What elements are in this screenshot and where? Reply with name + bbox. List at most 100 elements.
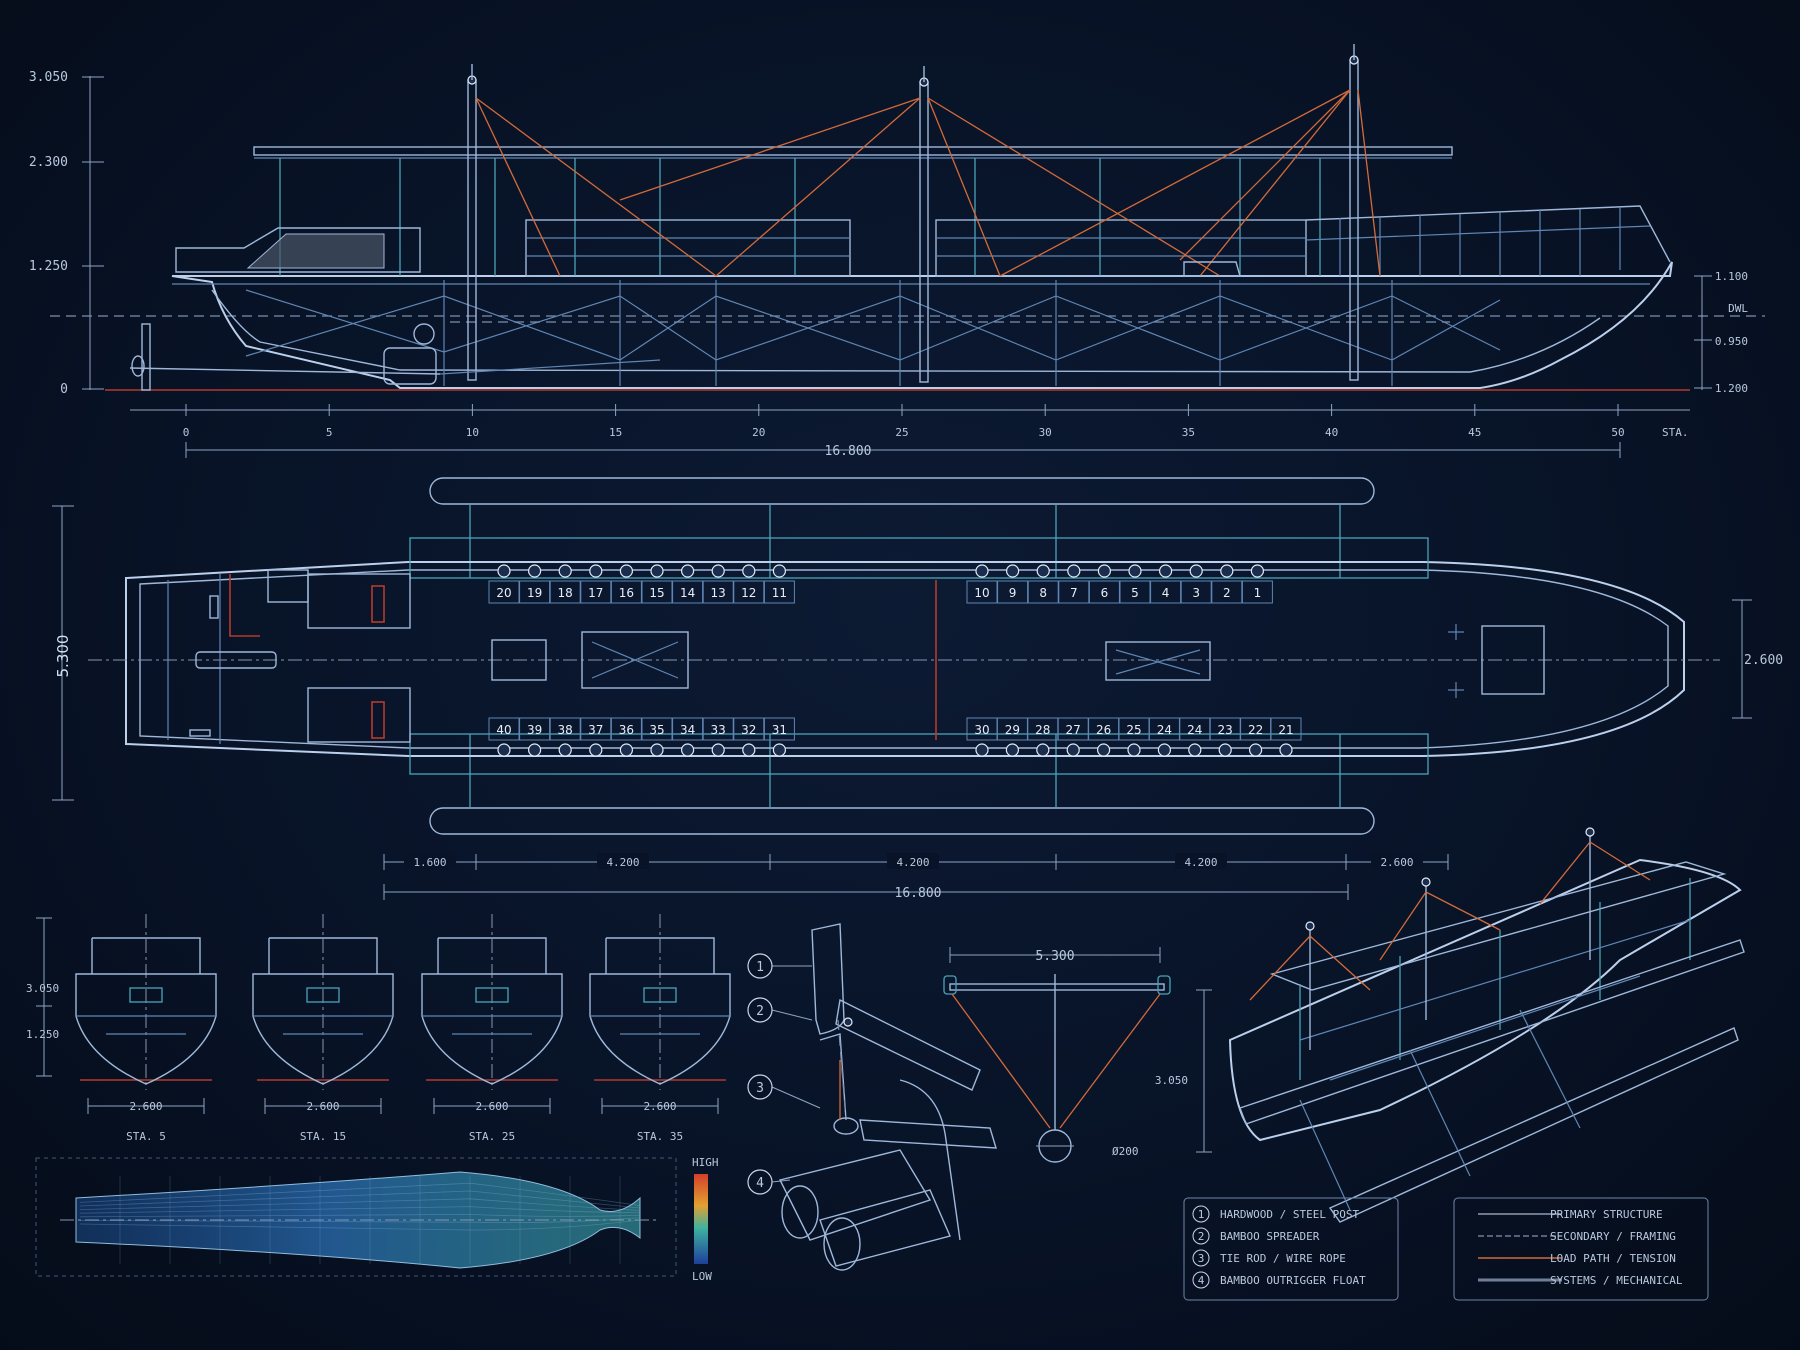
station-label: 30 — [1039, 426, 1052, 439]
seat-box — [519, 580, 551, 604]
section-station-label: STA. 15 — [300, 1130, 346, 1143]
station-label: 50 — [1611, 426, 1624, 439]
seat-number[interactable]: 24 — [1157, 723, 1172, 737]
height-label-0: 0 — [60, 382, 68, 397]
seat-bolt — [497, 743, 511, 757]
seat-number[interactable]: 9 — [1009, 586, 1017, 600]
seat-number[interactable]: 37 — [588, 723, 603, 737]
legend-line-label: LOAD PATH / TENSION — [1550, 1252, 1676, 1265]
seat-number[interactable]: 6 — [1101, 586, 1109, 600]
seat-number[interactable]: 31 — [772, 723, 787, 737]
station-label: 25 — [895, 426, 908, 439]
seat-number[interactable]: 22 — [1248, 723, 1263, 737]
seat-box — [672, 717, 704, 741]
length-label: 16.800 — [825, 444, 872, 459]
seat-number[interactable]: 21 — [1278, 723, 1293, 737]
seat-number[interactable]: 4 — [1162, 586, 1170, 600]
colour-scale-bar — [694, 1174, 708, 1264]
seat-bolt — [772, 743, 787, 757]
section-station-label: STA. 35 — [637, 1130, 683, 1143]
seat-number[interactable]: 24 — [1187, 723, 1202, 737]
seat-number[interactable]: 40 — [496, 723, 511, 737]
waterplane-shape — [75, 1171, 641, 1269]
seat-box — [1150, 580, 1182, 604]
seat-number[interactable]: 1 — [1254, 586, 1262, 600]
seat-number[interactable]: 29 — [1005, 723, 1020, 737]
station-label: 40 — [1325, 426, 1338, 439]
seat-number[interactable]: 3 — [1192, 586, 1200, 600]
waterplane-contours — [79, 1176, 641, 1264]
outrigger-floats — [429, 477, 1375, 835]
seat-number[interactable]: 33 — [711, 723, 726, 737]
station-label: 45 — [1468, 426, 1481, 439]
port-bench-frame — [409, 733, 1429, 775]
seat-number[interactable]: 20 — [496, 586, 511, 600]
seat-number[interactable]: 2 — [1223, 586, 1231, 600]
seat-bolt — [975, 564, 989, 578]
seat-number[interactable]: 12 — [741, 586, 756, 600]
seat-number[interactable]: 34 — [680, 723, 695, 737]
legend-line-label: PRIMARY STRUCTURE — [1550, 1208, 1663, 1221]
seat-number[interactable]: 36 — [619, 723, 634, 737]
iso-posts — [1299, 878, 1691, 1080]
section-width-label: 2.600 — [306, 1100, 339, 1113]
seat-number[interactable]: 32 — [741, 723, 756, 737]
seat-box — [641, 717, 673, 741]
seat-box — [1119, 580, 1151, 604]
station-label: 5 — [326, 426, 333, 439]
seat-box — [641, 580, 673, 604]
seat-number[interactable]: 13 — [711, 586, 726, 600]
beam-right-label: 2.600 — [1744, 653, 1783, 668]
seat-number[interactable]: 38 — [558, 723, 573, 737]
seat-bolt — [1188, 743, 1202, 757]
seat-number[interactable]: 35 — [649, 723, 664, 737]
bow-stanchions — [1339, 207, 1621, 276]
spreader-width: 5.300 — [1035, 949, 1074, 964]
seat-number[interactable]: 27 — [1066, 723, 1081, 737]
seat-number[interactable]: 23 — [1218, 723, 1233, 737]
seat-number[interactable]: 30 — [974, 723, 989, 737]
seat-box — [1027, 580, 1059, 604]
profile-height-ticks — [82, 76, 104, 390]
legend-part-label: TIE ROD / WIRE ROPE — [1220, 1252, 1346, 1265]
seat-bolt — [742, 743, 756, 757]
callout-marker — [747, 1169, 773, 1195]
starboard-bench-frame — [409, 537, 1429, 579]
legend-line-label: SECONDARY / FRAMING — [1550, 1230, 1676, 1243]
seat-bolt — [711, 564, 725, 578]
seat-bolt — [711, 743, 725, 757]
segment-label: 4.200 — [1184, 856, 1217, 869]
seat-number[interactable]: 18 — [558, 586, 573, 600]
seat-number[interactable]: 16 — [619, 586, 634, 600]
seat-number[interactable]: 14 — [680, 586, 695, 600]
seat-bolt — [558, 564, 572, 578]
seat-number[interactable]: 5 — [1131, 586, 1139, 600]
seat-box — [733, 717, 765, 741]
seat-bolt — [619, 564, 634, 578]
callout-number: 1 — [756, 960, 764, 975]
seat-bolt — [1220, 564, 1234, 578]
seat-number[interactable]: 7 — [1070, 586, 1078, 600]
masts — [467, 44, 1359, 383]
seat-number[interactable]: 10 — [974, 586, 989, 600]
station-label: 10 — [466, 426, 479, 439]
seat-number[interactable]: 39 — [527, 723, 542, 737]
seat-number[interactable]: 25 — [1126, 723, 1141, 737]
seat-bolt — [772, 564, 787, 578]
section-station-label: STA. 25 — [469, 1130, 515, 1143]
right-label-1100: 1.100 — [1715, 270, 1748, 283]
profile-hull — [171, 261, 1673, 389]
seat-number[interactable]: 28 — [1035, 723, 1050, 737]
hatch-mid — [581, 631, 689, 689]
seat-number[interactable]: 8 — [1039, 586, 1047, 600]
scale-low: LOW — [692, 1270, 712, 1283]
seat-number[interactable]: 17 — [588, 586, 603, 600]
seat-number[interactable]: 11 — [772, 586, 787, 600]
seat-number[interactable]: 26 — [1096, 723, 1111, 737]
seat-number[interactable]: 15 — [649, 586, 664, 600]
seat-number[interactable]: 19 — [527, 586, 542, 600]
